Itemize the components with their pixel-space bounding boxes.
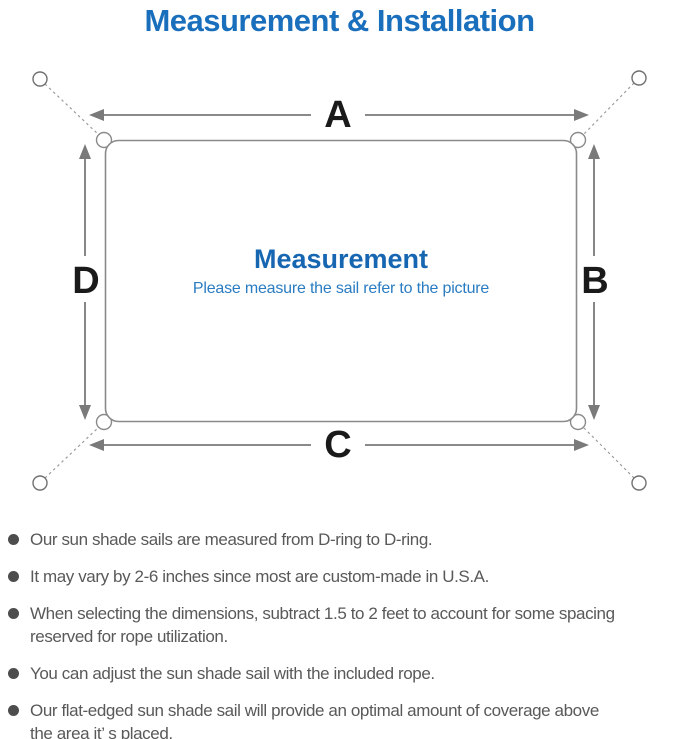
- arrowhead-left-icon: [89, 439, 104, 451]
- dimension-label-a: A: [324, 94, 351, 136]
- bullet-dot-icon: [8, 668, 19, 679]
- anchor-point-icon: [631, 70, 647, 86]
- list-item: Our sun shade sails are measured from D-…: [8, 528, 673, 551]
- anchor-point-icon: [631, 475, 647, 491]
- list-item-text: the area it’ s placed.: [30, 724, 173, 739]
- list-item-text: Our sun shade sails are measured from D-…: [30, 530, 433, 549]
- diagram-center-subtitle: Please measure the sail refer to the pic…: [193, 280, 490, 297]
- arrowhead-right-icon: [574, 439, 589, 451]
- list-item-text: Our flat-edged sun shade sail will provi…: [30, 701, 599, 720]
- d-ring-icon: [95, 131, 113, 149]
- measurement-diagram: A C D B Measurement Please measure the s…: [32, 70, 647, 491]
- width-arrow-c: [89, 439, 589, 451]
- arrowhead-down-icon: [79, 405, 91, 420]
- rope-dashed-line-bottom-right: [581, 425, 635, 479]
- list-item-text: It may vary by 2-6 inches since most are…: [30, 567, 489, 586]
- height-arrow-b: [588, 144, 600, 420]
- dimension-label-d: D: [72, 260, 99, 302]
- height-arrow-d: [79, 144, 91, 420]
- list-item-text: When selecting the dimensions, subtract …: [30, 604, 615, 623]
- arrowhead-down-icon: [588, 405, 600, 420]
- arrowhead-left-icon: [89, 109, 104, 121]
- list-item: Our flat-edged sun shade sail will provi…: [8, 699, 673, 739]
- d-ring-icon: [95, 413, 113, 431]
- shade-sail-outline: [104, 139, 578, 423]
- d-ring-icon: [569, 413, 587, 431]
- page-title: Measurement & Installation: [144, 3, 535, 38]
- d-ring-icon: [569, 131, 587, 149]
- list-item-text: reserved for rope utilization.: [30, 627, 228, 646]
- width-arrow-a: [89, 109, 589, 121]
- rope-dashed-line-top-left: [44, 83, 101, 137]
- dimension-label-b: B: [581, 260, 608, 302]
- arrowhead-right-icon: [574, 109, 589, 121]
- anchor-point-icon: [32, 475, 48, 491]
- list-item: It may vary by 2-6 inches since most are…: [8, 565, 673, 588]
- rope-dashed-line-bottom-left: [44, 425, 101, 479]
- bullet-dot-icon: [8, 705, 19, 716]
- bullet-dot-icon: [8, 608, 19, 619]
- diagram-center-title: Measurement: [254, 244, 428, 274]
- arrowhead-up-icon: [588, 144, 600, 159]
- list-item: You can adjust the sun shade sail with t…: [8, 662, 673, 685]
- anchor-point-icon: [32, 71, 48, 87]
- rope-dashed-line-top-right: [581, 82, 635, 137]
- list-item: When selecting the dimensions, subtract …: [8, 602, 673, 648]
- arrowhead-up-icon: [79, 144, 91, 159]
- notes-list: Our sun shade sails are measured from D-…: [8, 528, 673, 739]
- bullet-dot-icon: [8, 571, 19, 582]
- bullet-dot-icon: [8, 534, 19, 545]
- list-item-text: You can adjust the sun shade sail with t…: [30, 664, 435, 683]
- dimension-label-c: C: [324, 424, 351, 466]
